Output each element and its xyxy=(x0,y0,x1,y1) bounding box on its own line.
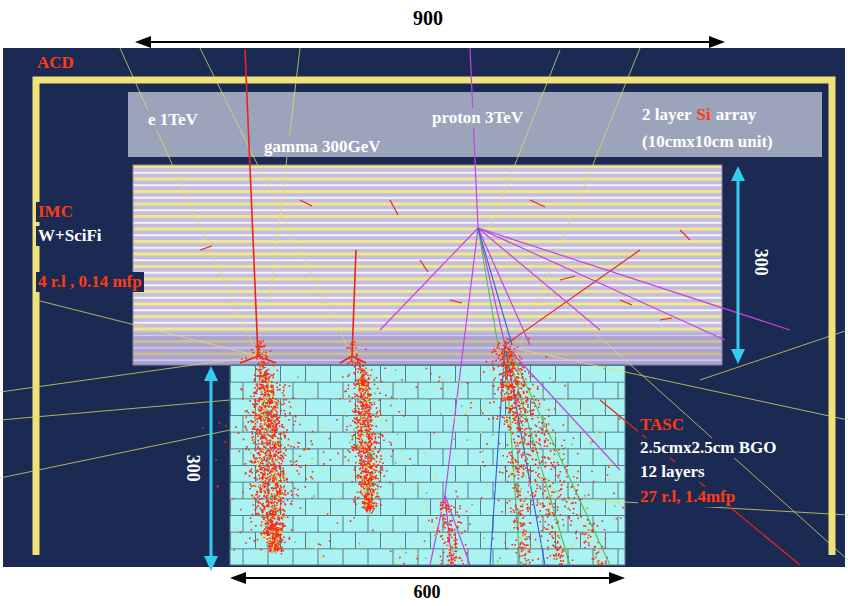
imc-material: W+SciFi xyxy=(36,226,104,246)
dimension-label: 900 xyxy=(411,7,445,30)
imc-depth: 4 r.l , 0.14 mfp xyxy=(36,272,144,292)
particle-label: gamma 300GeV xyxy=(262,137,383,157)
imc-node: IMCW+SciFi4 r.l , 0.14 mfp xyxy=(133,165,722,365)
shower-deposits-yellow xyxy=(233,346,624,564)
dimension-line xyxy=(243,577,612,579)
si-unit-note: (10cmx10cm unit) xyxy=(640,132,775,152)
si-title: array xyxy=(716,105,757,124)
tasc-box xyxy=(230,365,625,565)
shower-group xyxy=(202,338,624,565)
dimension-label: 300 xyxy=(182,453,203,484)
imc-box xyxy=(133,165,722,365)
short-tracks xyxy=(200,200,800,565)
shower-deposits xyxy=(202,338,624,565)
dimension-arrowheads xyxy=(731,166,745,364)
shower-deposits-green xyxy=(250,350,616,564)
dimension-line xyxy=(210,378,213,559)
particle-label: proton 3TeV xyxy=(430,108,525,128)
dimension-arrowheads xyxy=(135,36,725,48)
dimension-line xyxy=(737,178,740,352)
tasc-layers: 12 layers xyxy=(638,462,707,482)
si-title: 2 layer xyxy=(642,105,692,124)
imc-bottom-band xyxy=(133,333,722,365)
particle-label: e 1TeV xyxy=(146,110,200,130)
dimension-arrowheads xyxy=(204,366,218,571)
tasc-heading: TASC xyxy=(638,415,686,435)
tasc-depth: 27 r.l, 1.4mfp xyxy=(638,487,737,507)
dimension-label: 600 xyxy=(412,582,443,603)
tasc-node: TASC2.5cmx2.5cm BGO12 layers27 r.l, 1.4m… xyxy=(230,365,625,565)
electron-gamma-tracks xyxy=(240,50,366,363)
imc-heading: IMC xyxy=(36,202,75,222)
proton-tracks xyxy=(380,48,790,565)
proton-tracks-green xyxy=(478,228,610,565)
tasc-material: 2.5cmx2.5cm BGO xyxy=(638,438,778,458)
dark-panel xyxy=(3,48,845,567)
part-name: ACD xyxy=(35,53,76,73)
secondary-tracks xyxy=(0,48,848,560)
text-line: 2 layer Siarray xyxy=(640,105,758,125)
si-title-highlight: Si xyxy=(697,105,711,124)
dimension-label: 300 xyxy=(750,247,771,278)
dimension-line xyxy=(148,41,712,43)
